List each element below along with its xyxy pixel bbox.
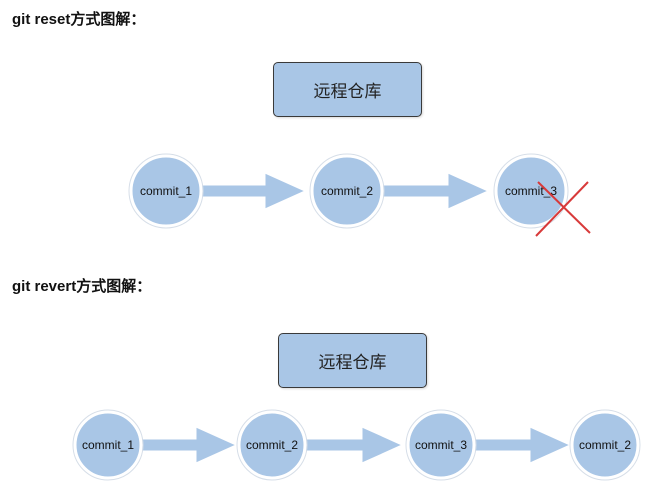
commit-outline [309, 153, 385, 229]
commit-circle [406, 410, 476, 480]
commit-label: commit_1 [140, 184, 192, 198]
revert-heading: git revert方式图解： [12, 278, 152, 295]
reset-heading: git reset方式图解： [12, 11, 146, 28]
commit-circle [129, 154, 203, 228]
commit-node: commit_1 [72, 409, 144, 481]
commit-node: commit_1 [128, 153, 204, 229]
commit-outline [128, 153, 204, 229]
commit-circle [310, 154, 384, 228]
commit-node: commit_2 [309, 153, 385, 229]
commit-outline [569, 409, 641, 481]
commit-node: commit_2 [236, 409, 308, 481]
commit-label: commit_1 [82, 438, 134, 452]
commit-node: commit_2 [569, 409, 641, 481]
commit-outline [493, 153, 569, 229]
arrow [471, 426, 572, 464]
arrow [302, 426, 404, 464]
cross-stroke [535, 181, 589, 237]
commit-label: commit_2 [579, 438, 631, 452]
commit-outline [72, 409, 144, 481]
commit-outline [236, 409, 308, 481]
commit-label: commit_3 [415, 438, 467, 452]
remote-repo-box-revert: 远程仓库 [278, 333, 427, 388]
arrow [197, 172, 307, 210]
arrow [138, 426, 238, 464]
commit-circle [237, 410, 307, 480]
commit-circle [570, 410, 640, 480]
remote-repo-label: 远程仓库 [318, 353, 387, 373]
delete-cross-icon [535, 181, 591, 237]
remote-repo-box-reset: 远程仓库 [273, 62, 422, 117]
commit-circle [73, 410, 143, 480]
commit-circle [494, 154, 568, 228]
commit-label: commit_2 [246, 438, 298, 452]
remote-repo-label: 远程仓库 [313, 82, 382, 102]
commit-node: commit_3 [405, 409, 477, 481]
arrow [379, 172, 490, 210]
commit-outline [405, 409, 477, 481]
commit-label: commit_2 [321, 184, 373, 198]
